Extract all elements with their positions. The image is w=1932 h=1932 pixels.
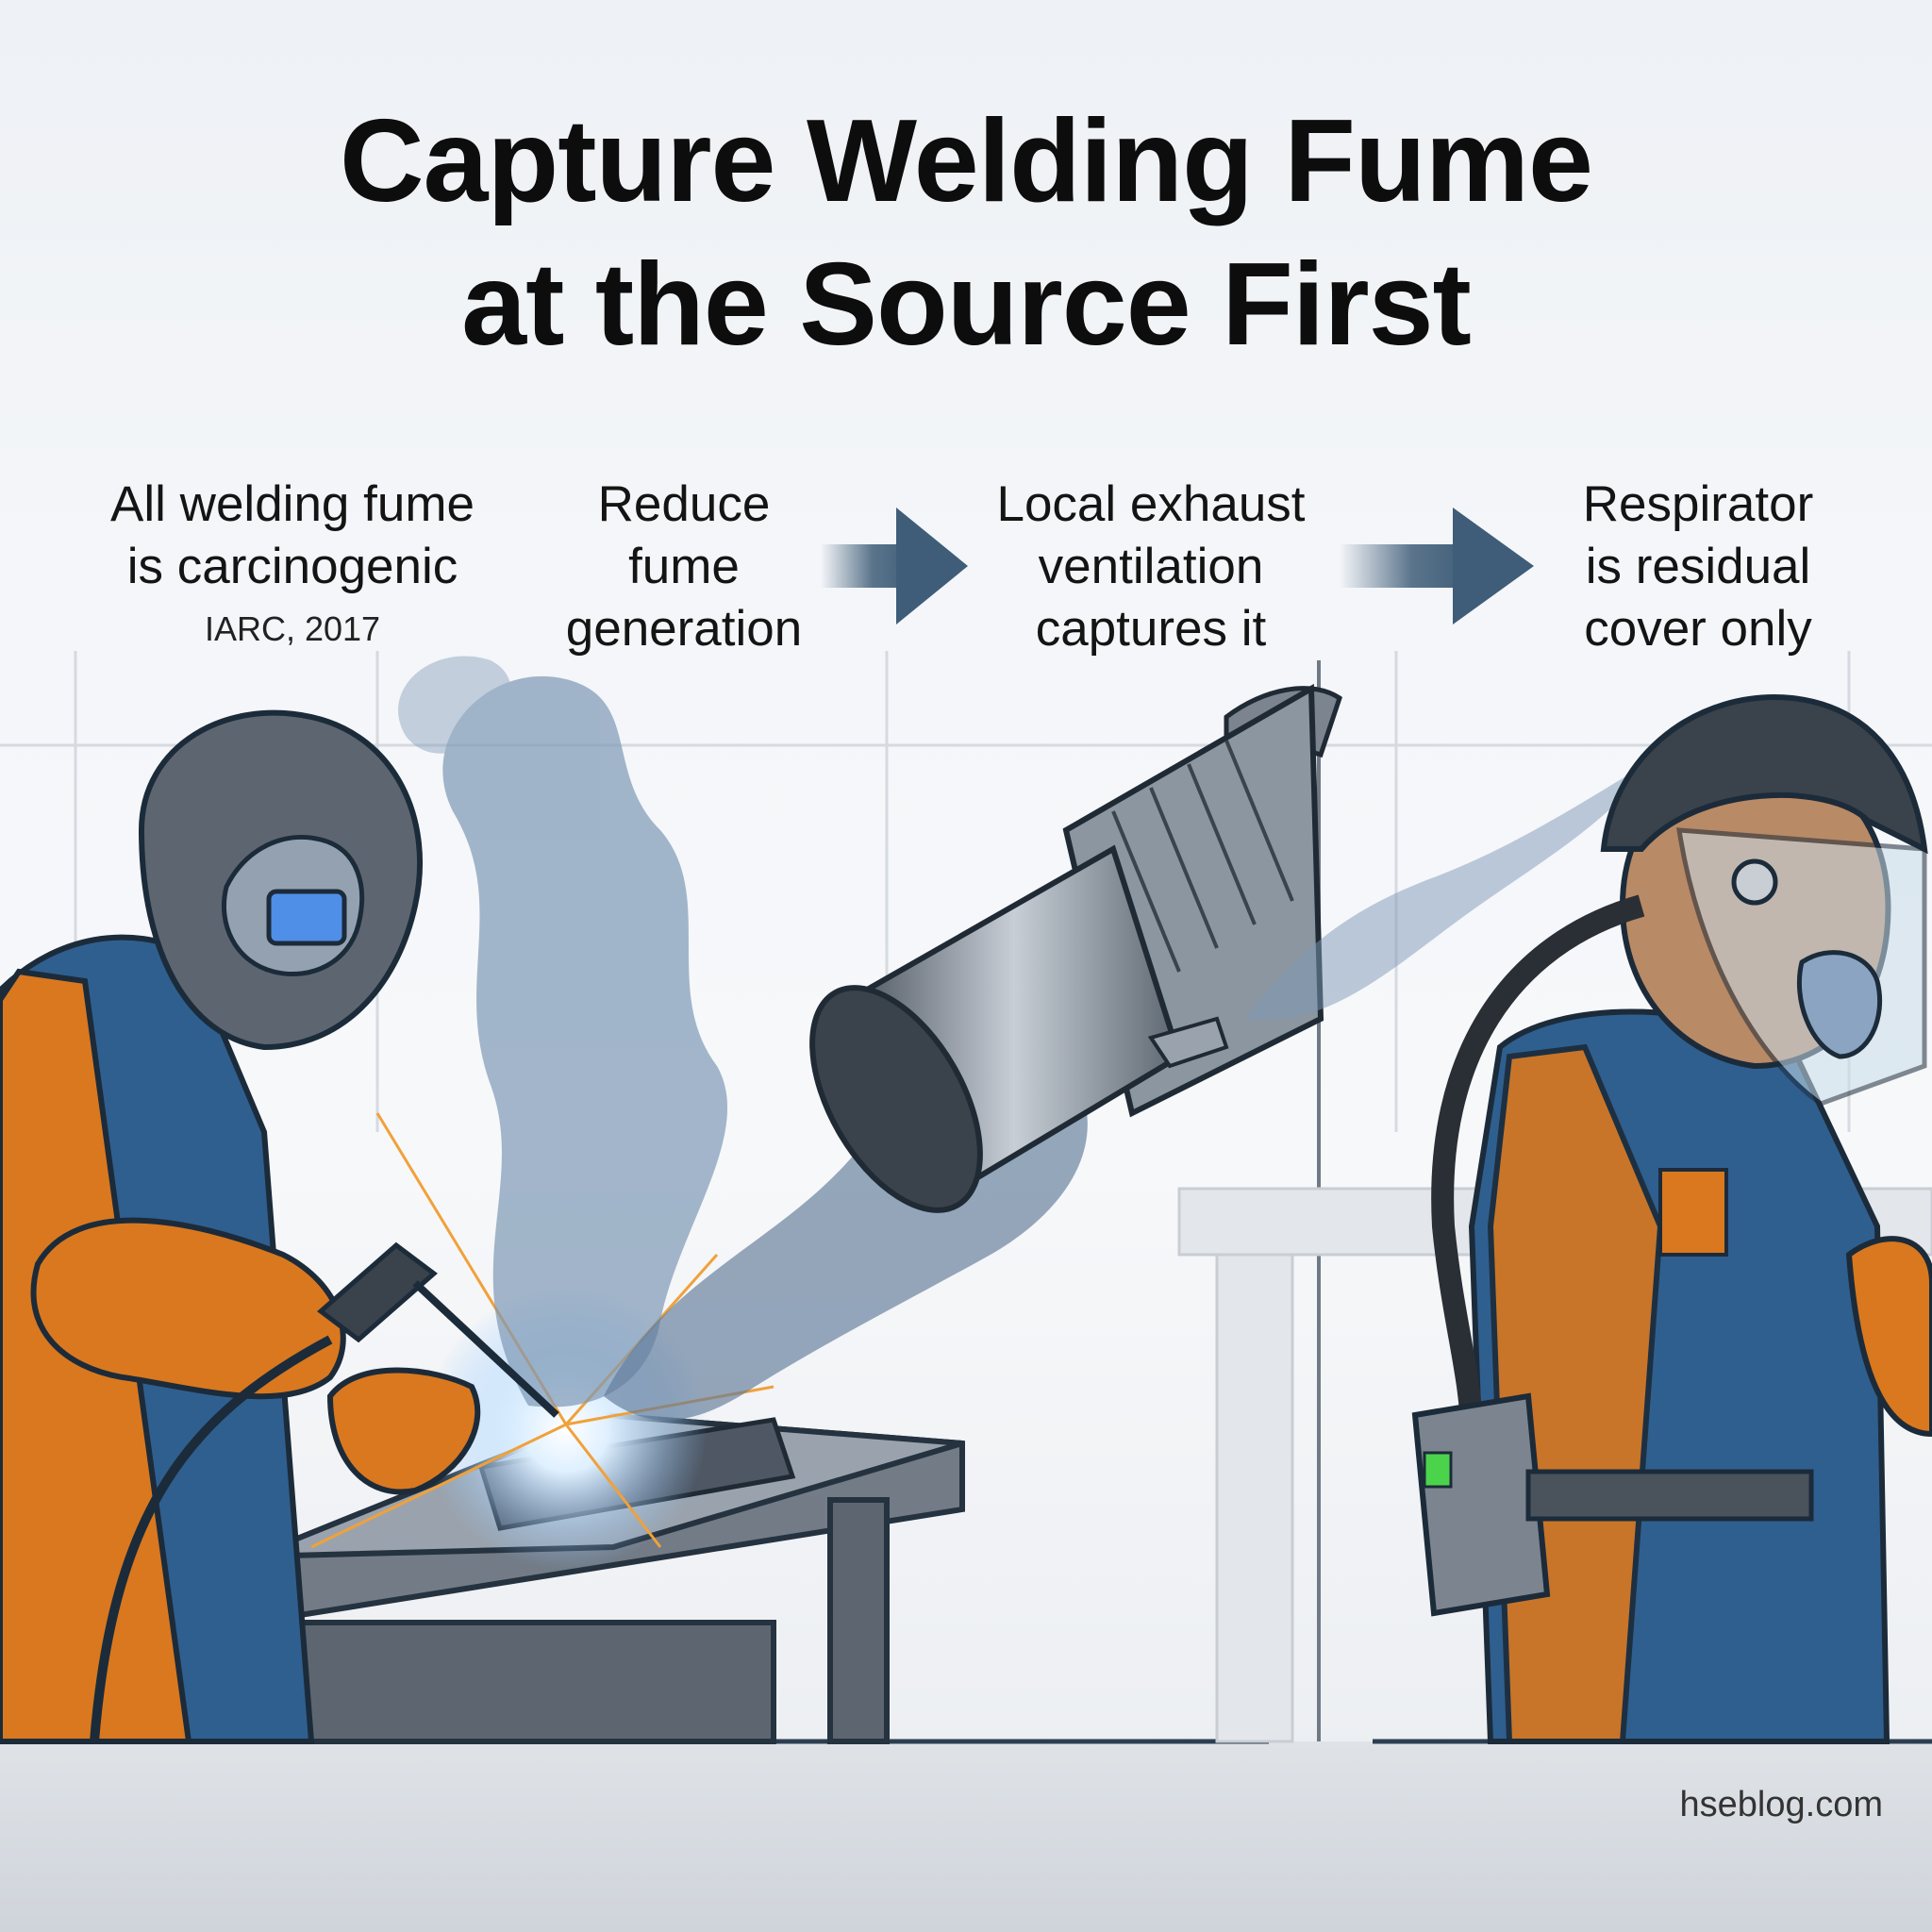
step-2-line-2: fume bbox=[628, 539, 740, 594]
step-3-caption: Local exhaust ventilation captures it bbox=[972, 474, 1330, 660]
step-1-caption: All welding fume is carcinogenic bbox=[75, 474, 509, 598]
floor bbox=[0, 1741, 1932, 1932]
step-1-line-1: All welding fume bbox=[110, 476, 475, 532]
step-3-line-2: ventilation bbox=[1038, 539, 1264, 594]
title-line-1: Capture Welding Fume bbox=[339, 96, 1593, 226]
worker-right bbox=[1411, 694, 1932, 1744]
step-1-source: IARC, 2017 bbox=[204, 609, 381, 648]
step-4-line-3: cover only bbox=[1584, 601, 1812, 657]
step-1-line-2: is carcinogenic bbox=[126, 539, 458, 594]
page-title: Capture Welding Fume at the Source First bbox=[0, 90, 1932, 376]
step-2-line-1: Reduce bbox=[597, 476, 771, 532]
arrow-icon-2 bbox=[1340, 508, 1534, 625]
step-2-caption: Reduce fume generation bbox=[533, 474, 835, 660]
step-4-caption: Respirator is residual cover only bbox=[1538, 474, 1858, 660]
arrow-icon-1 bbox=[821, 508, 968, 625]
step-3-line-1: Local exhaust bbox=[996, 476, 1306, 532]
step-2-line-3: generation bbox=[565, 601, 803, 657]
fume-near-respirator bbox=[1245, 755, 1660, 1021]
step-3-line-3: captures it bbox=[1035, 601, 1267, 657]
extraction-hood bbox=[809, 683, 1342, 1213]
fume-plume bbox=[398, 656, 728, 1407]
title-line-2: at the Source First bbox=[461, 240, 1472, 370]
step-4-line-1: Respirator bbox=[1582, 476, 1814, 532]
site-credit: hseblog.com bbox=[1679, 1785, 1883, 1824]
step-4-line-2: is residual bbox=[1585, 539, 1811, 594]
welder-left bbox=[0, 709, 559, 1744]
